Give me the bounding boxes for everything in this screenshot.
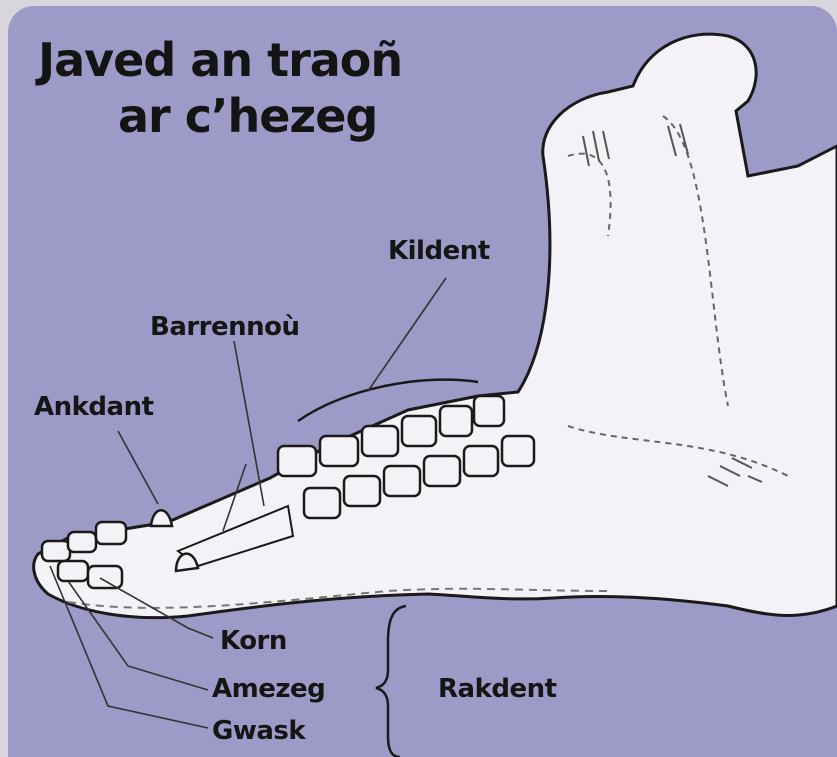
- label-rakdent: Rakdent: [438, 674, 557, 704]
- diagram-panel: Javed an traoñ ar c’hezeg Kildent Barren…: [8, 6, 837, 757]
- leader-barrennou-1: [234, 341, 264, 506]
- label-korn: Korn: [220, 626, 287, 656]
- leader-kildent: [368, 278, 446, 391]
- label-kildent: Kildent: [388, 236, 490, 266]
- label-ankdant: Ankdant: [34, 392, 154, 422]
- label-amezeg: Amezeg: [212, 674, 325, 704]
- leader-ankdant: [118, 431, 158, 504]
- label-gwask: Gwask: [212, 716, 305, 746]
- title-line-2: ar c’hezeg: [38, 88, 402, 144]
- canine-tooth: [151, 510, 172, 526]
- label-barrennou: Barrennoù: [150, 312, 300, 342]
- title-line-1: Javed an traoñ: [38, 32, 402, 88]
- diagram-title: Javed an traoñ ar c’hezeg: [38, 32, 402, 144]
- rakdent-brace: [376, 606, 406, 757]
